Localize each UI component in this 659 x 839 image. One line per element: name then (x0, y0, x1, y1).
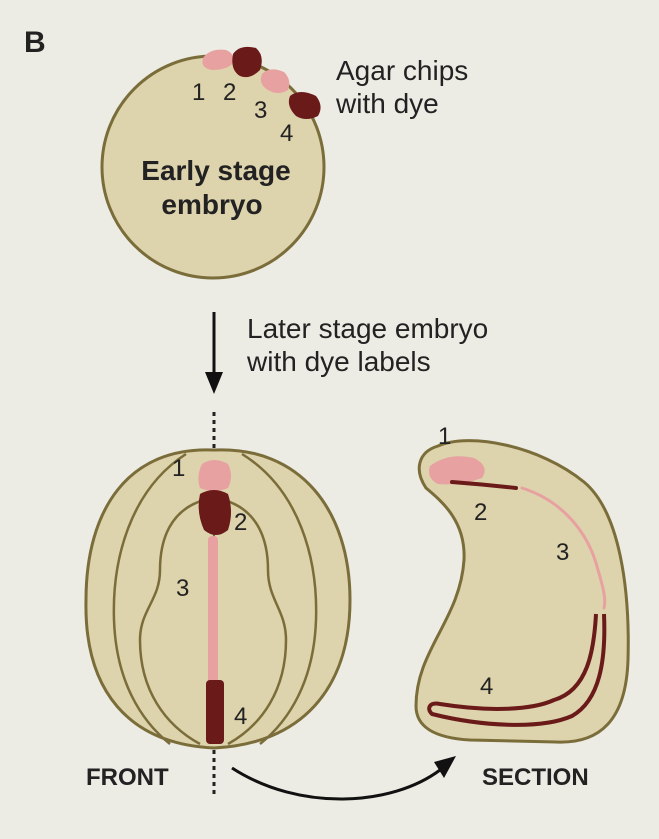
front-number-1: 1 (172, 455, 185, 482)
early-embryo-label-line2: embryo (161, 189, 262, 220)
front-dye-2 (199, 490, 231, 535)
section-number-4: 4 (480, 673, 493, 700)
panel-label: B (24, 26, 46, 59)
front-label: FRONT (86, 764, 169, 791)
section-number-2: 2 (474, 499, 487, 526)
early-embryo-label-line1: Early stage (141, 155, 290, 186)
arrow-label-line1: Later stage embryo (247, 313, 488, 344)
front-dye-3 (208, 536, 218, 684)
front-dye-4 (206, 680, 224, 744)
chip-number-2: 2 (223, 79, 236, 106)
arrow-label-line2: with dye labels (246, 346, 431, 377)
section-number-3: 3 (556, 539, 569, 566)
front-number-3: 3 (176, 575, 189, 602)
chip-number-3: 3 (254, 97, 267, 124)
front-number-2: 2 (234, 509, 247, 536)
section-number-1: 1 (438, 423, 451, 450)
chip-number-4: 4 (280, 120, 293, 147)
chip-number-1: 1 (192, 79, 205, 106)
front-number-4: 4 (234, 703, 247, 730)
agar-chips-label-line2: with dye (335, 88, 439, 119)
front-dye-1 (198, 460, 231, 491)
section-label: SECTION (482, 764, 589, 791)
agar-chips-label-line1: Agar chips (336, 55, 468, 86)
